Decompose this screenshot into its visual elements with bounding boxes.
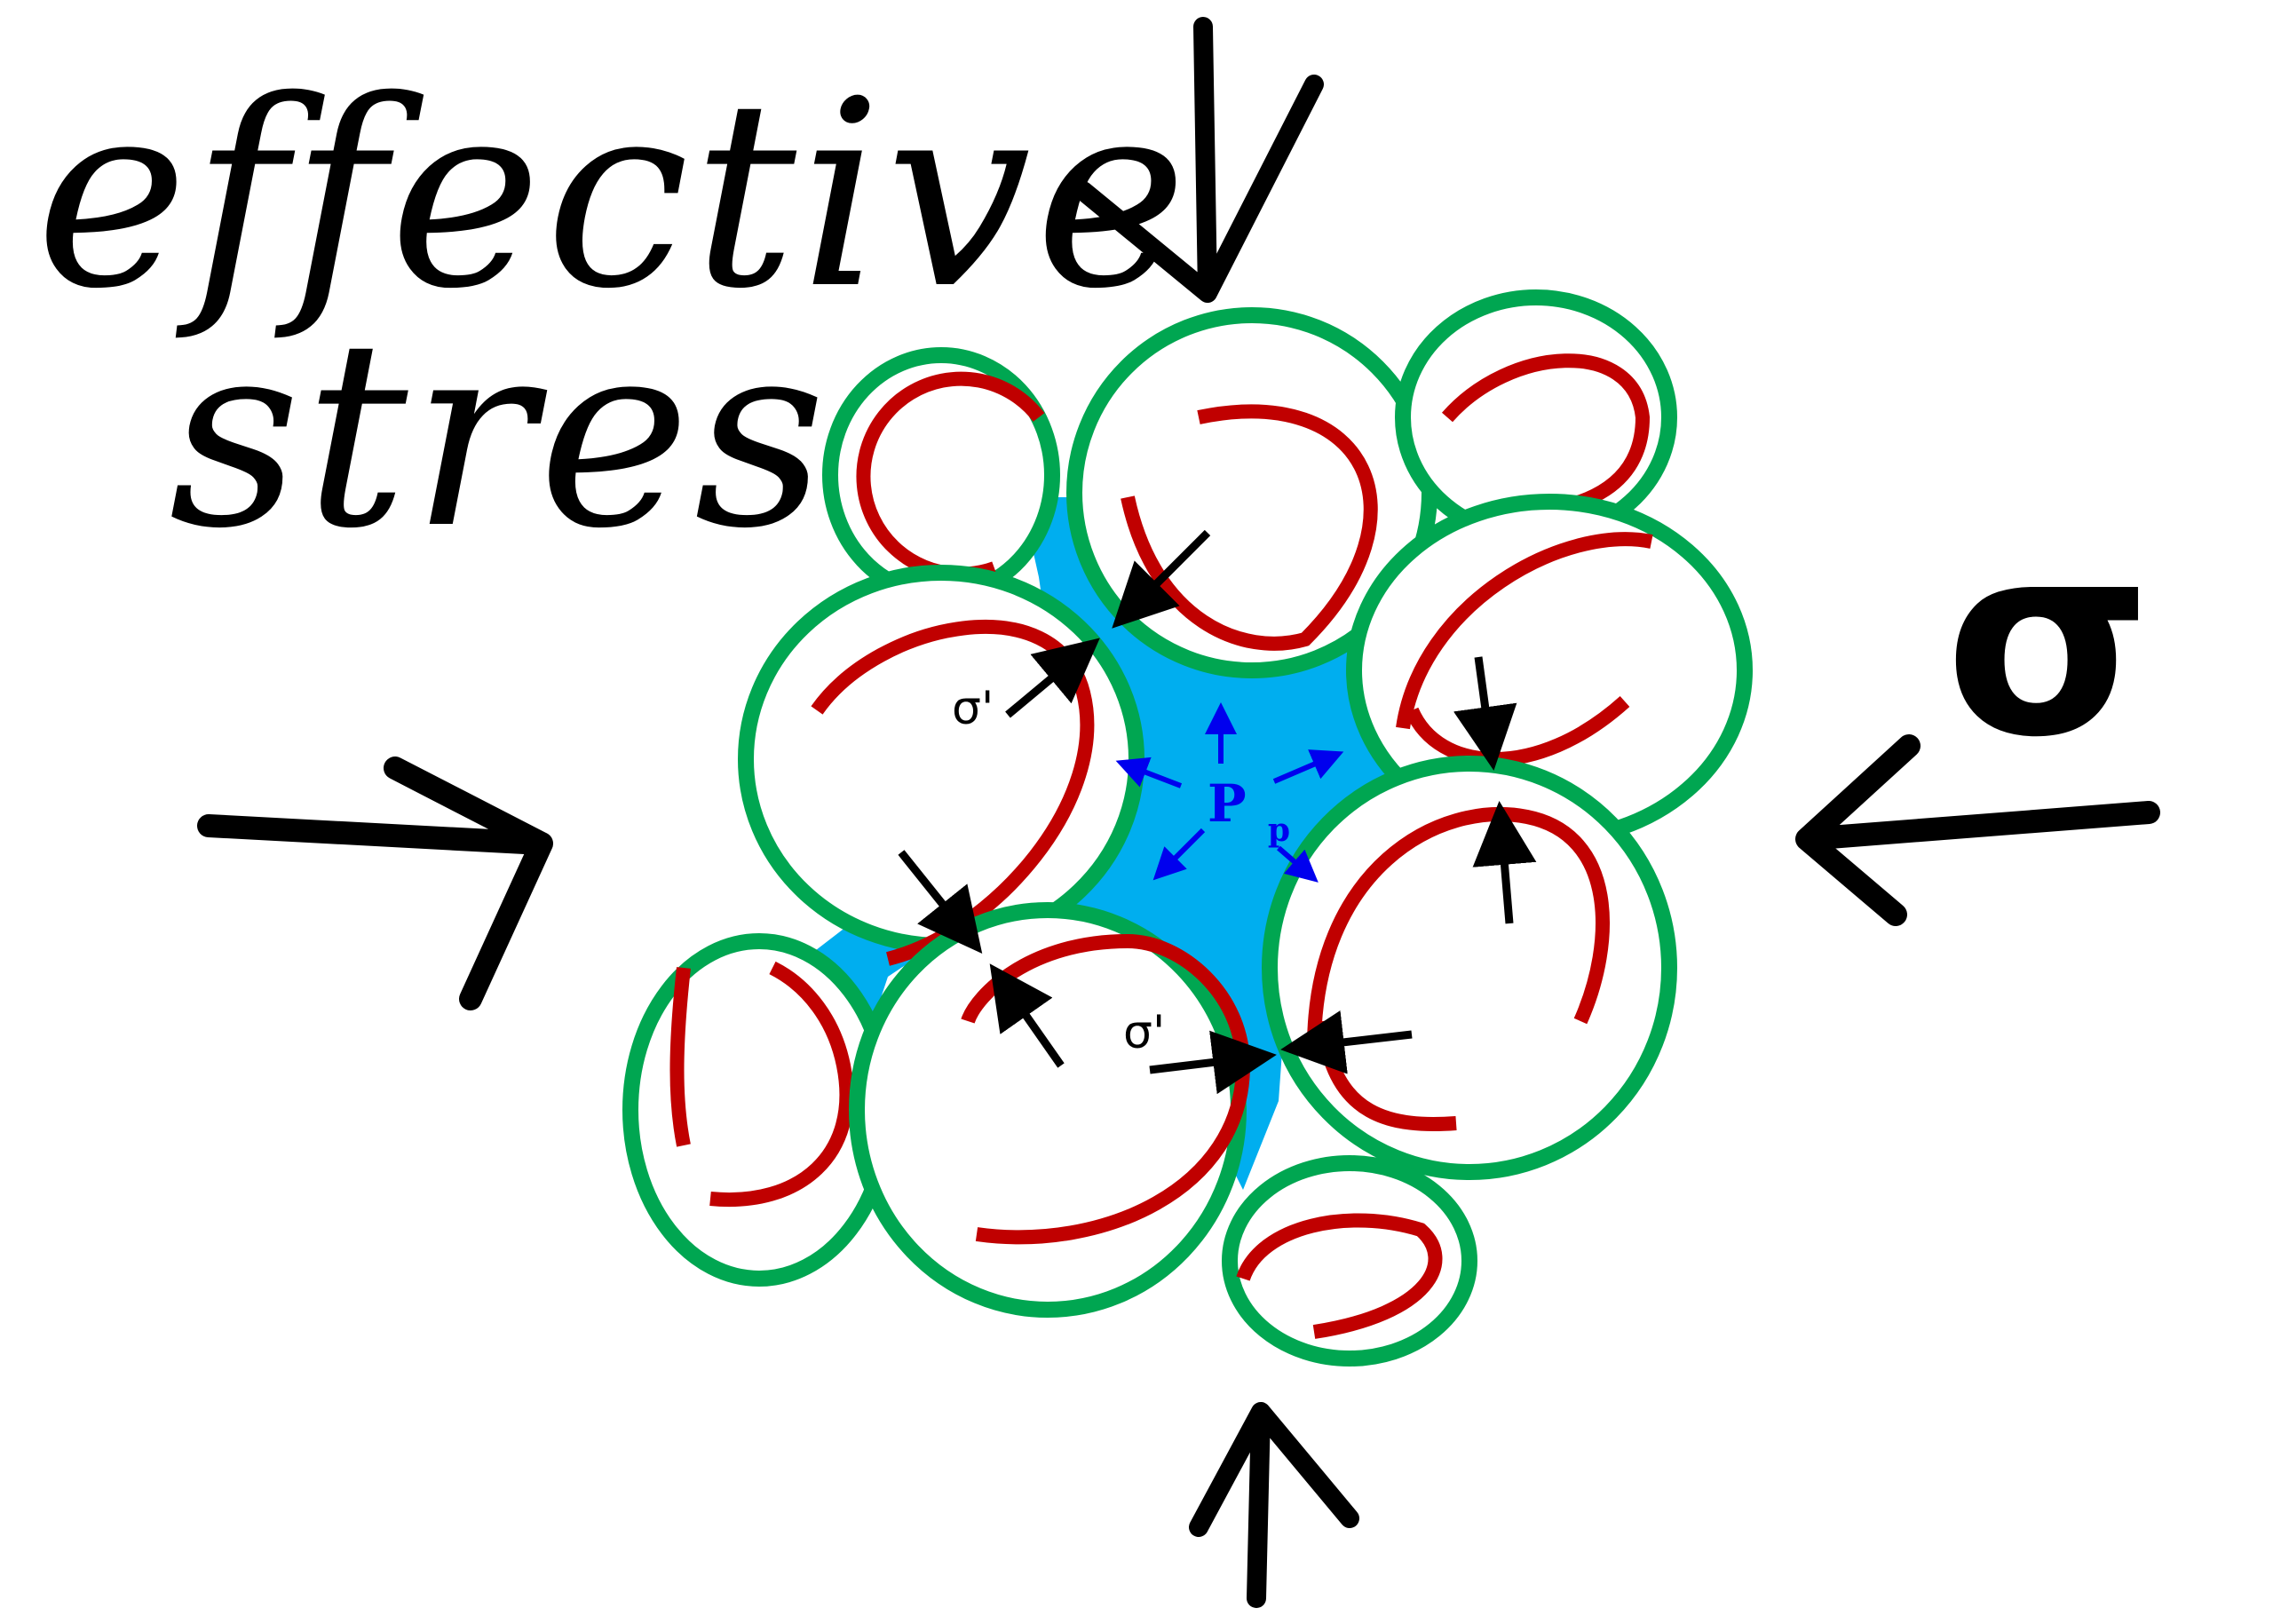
title-effective: effective bbox=[36, 46, 1191, 345]
total-stress-arrow-left bbox=[197, 757, 553, 1010]
pore-pressure-subscript: p bbox=[1268, 812, 1290, 849]
total-stress-arrows bbox=[197, 17, 2160, 1608]
grain-top-left bbox=[822, 347, 1060, 603]
grain-group bbox=[622, 289, 1753, 1367]
grain-bottom-small bbox=[1222, 1155, 1477, 1367]
contact-arrow-pair-lower-center bbox=[1149, 1010, 1413, 1095]
effective-stress-arrows bbox=[898, 529, 1537, 1095]
total-stress-arrow-bottom bbox=[1189, 1402, 1359, 1608]
contact-arrow-pair-lower-left bbox=[898, 850, 1065, 1068]
total-stress-symbol: σ bbox=[1944, 486, 2152, 796]
total-stress-arrow-right bbox=[1795, 734, 2160, 926]
grain-middle-right bbox=[1346, 494, 1753, 847]
contact-arrow-pair-right bbox=[1453, 656, 1537, 924]
pore-pressure-main: P bbox=[1208, 773, 1247, 834]
pore-pressure-label: P p bbox=[1208, 773, 1290, 849]
grain-bottom-center bbox=[849, 902, 1251, 1318]
effective-stress-label-upper: σ' bbox=[952, 682, 994, 735]
contact-arrow-pair-upper-left bbox=[1005, 529, 1211, 718]
pore-pressure-arrows bbox=[1115, 702, 1344, 883]
grain-bottom-right bbox=[1262, 756, 1677, 1180]
effective-stress-label-lower: σ' bbox=[1123, 1006, 1165, 1059]
total-stress-arrow-top bbox=[1073, 17, 1324, 303]
